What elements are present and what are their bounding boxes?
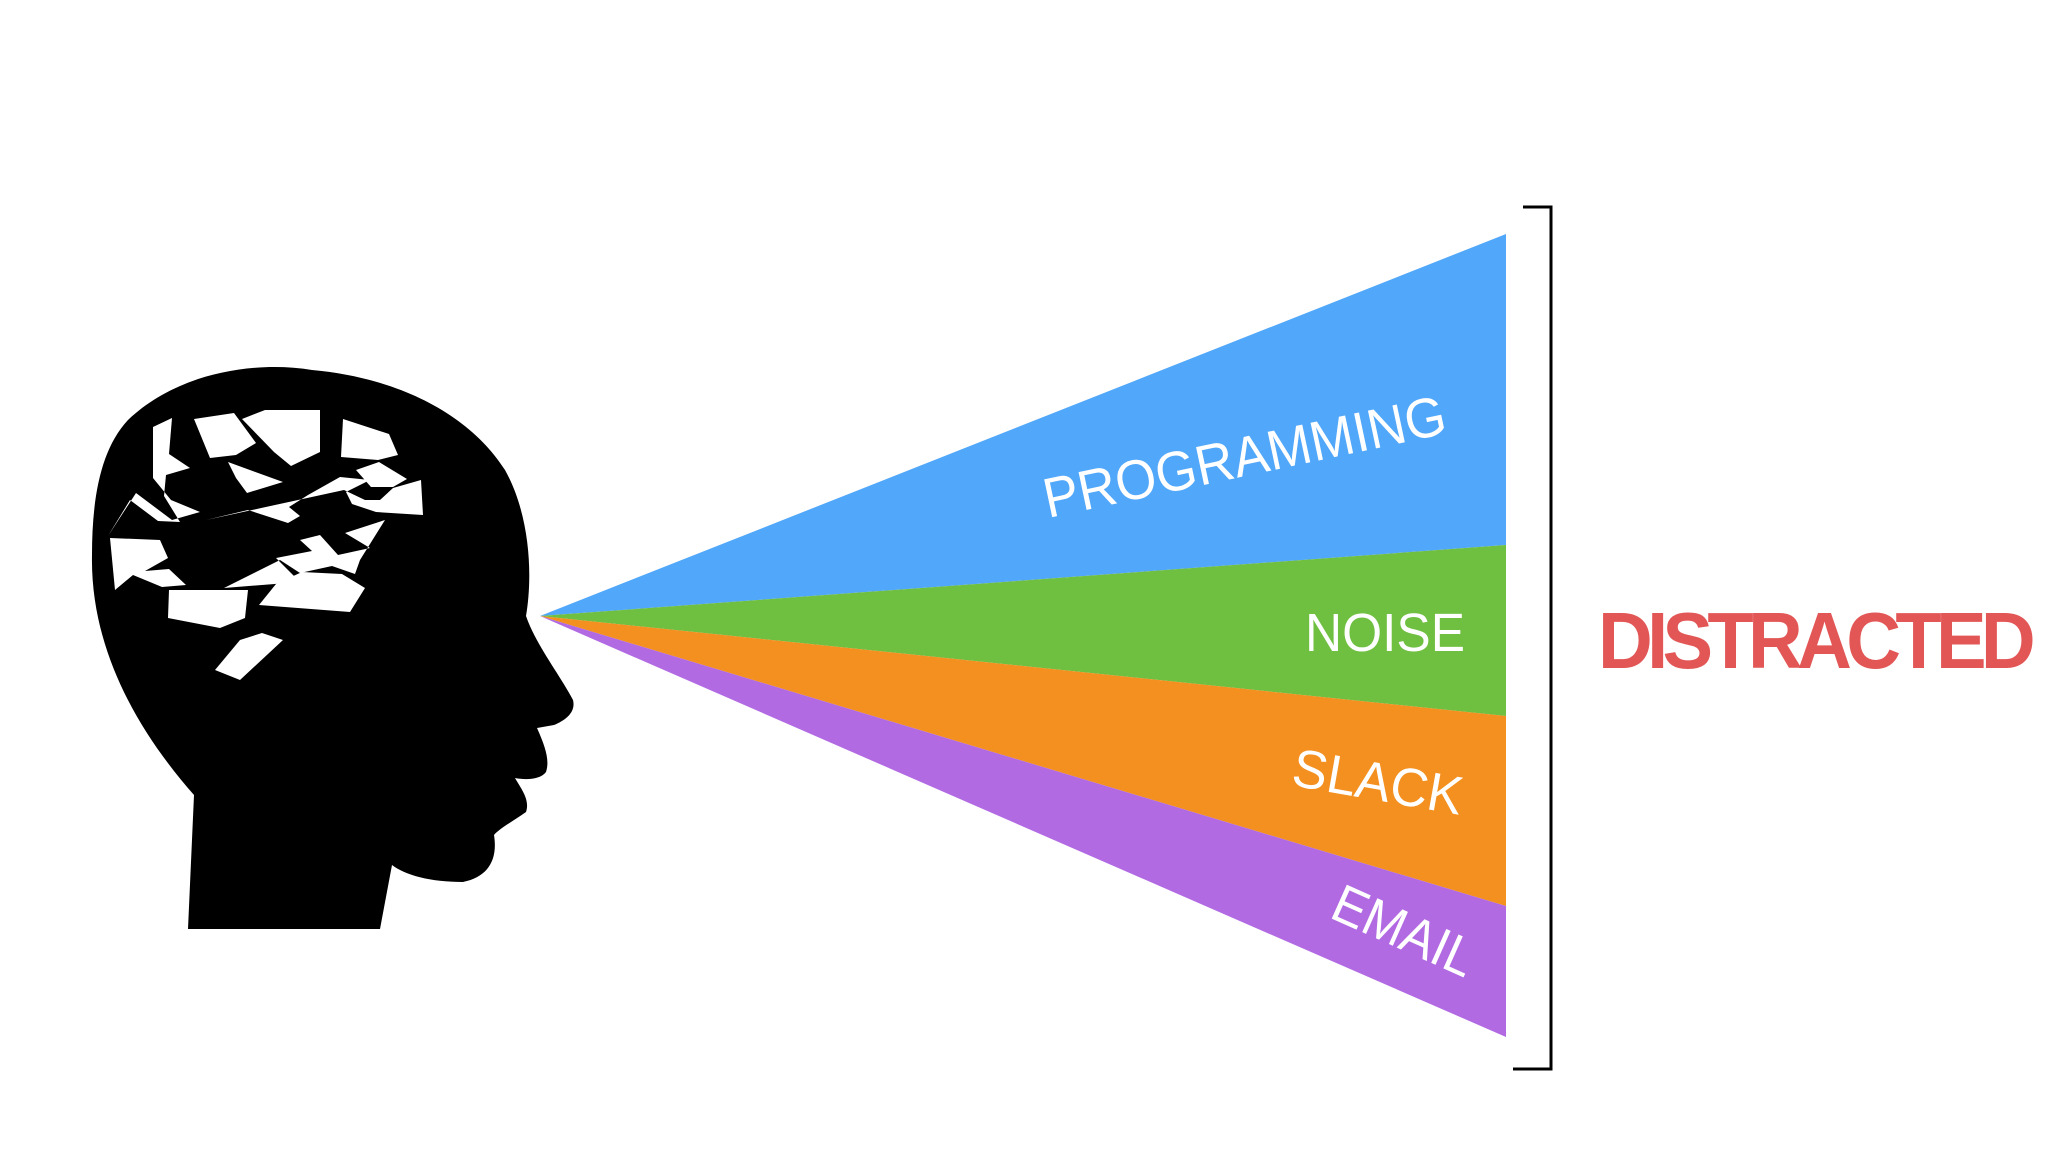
beam-noise: [540, 545, 1506, 716]
label-noise: NOISE: [1305, 603, 1465, 663]
head-with-broken-brain-icon: [91, 367, 574, 930]
beam-programming: [540, 234, 1506, 616]
beam-email: [540, 616, 1506, 1037]
attention-beams: [540, 234, 1506, 1037]
right-bracket: [1513, 205, 1553, 1071]
head-silhouette: [91, 367, 574, 930]
brain-fragments: [108, 410, 423, 680]
verdict-label: DISTRACTED: [1598, 596, 2033, 685]
